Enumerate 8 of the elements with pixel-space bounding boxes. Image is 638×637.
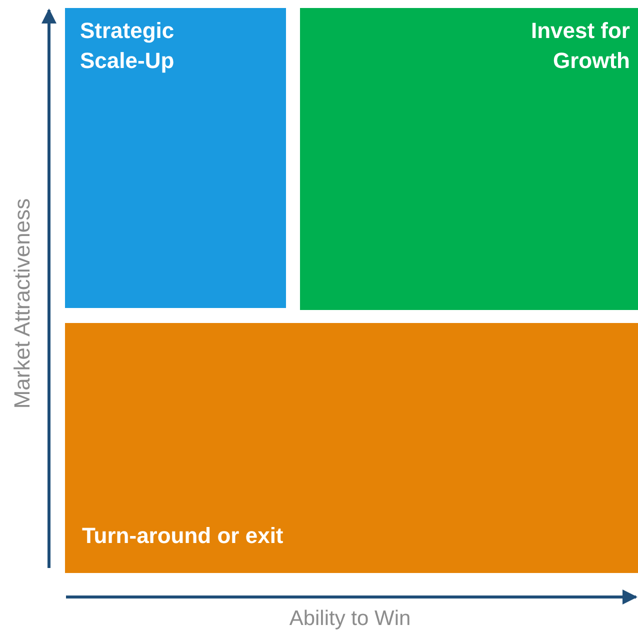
quadrant-box [300, 8, 638, 310]
quadrant-box [65, 8, 286, 308]
quadrant-title: Strategic Scale-Up [80, 17, 176, 75]
quadrant-box [65, 323, 638, 573]
y-axis-label: Market Attractiveness [8, 198, 36, 408]
quadrant-title: Turn-around or exit [82, 522, 284, 550]
x-axis-label: Ability to Win [288, 606, 412, 632]
quadrant-title: Invest for Growth [530, 17, 630, 75]
